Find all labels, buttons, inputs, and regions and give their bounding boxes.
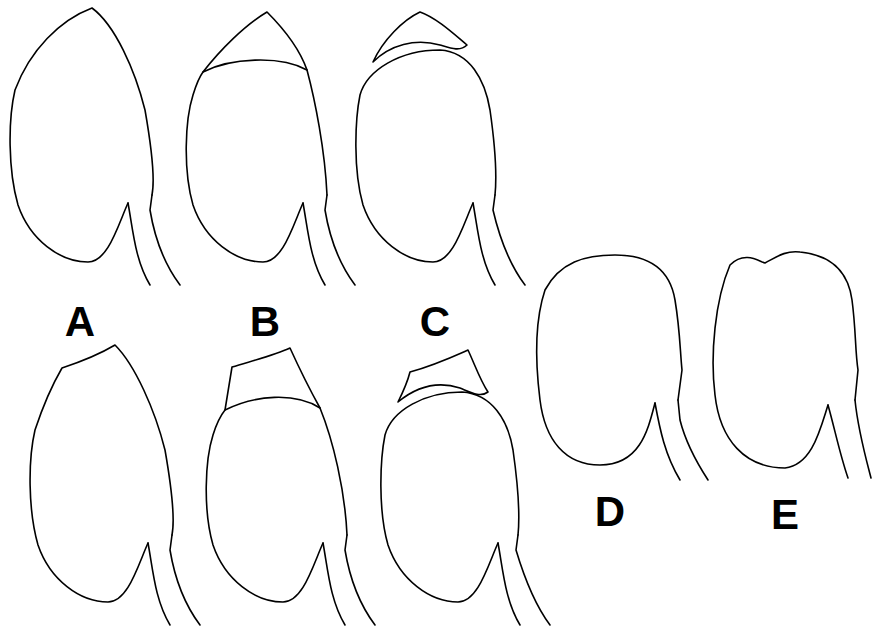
outline-bottom-c <box>381 350 550 625</box>
outline-top-b <box>186 12 355 285</box>
outline-top-c <box>356 12 525 285</box>
panel-letter: B <box>250 301 280 343</box>
outline-bottom-b <box>206 348 375 625</box>
panel-letter: E <box>771 494 799 536</box>
outline-d <box>537 255 708 480</box>
outline-bottom-a <box>30 345 200 625</box>
outline-top-a <box>10 8 180 285</box>
panel-letter: C <box>420 301 450 343</box>
panel-letter: A <box>65 301 95 343</box>
outline-e <box>713 252 871 478</box>
panel-letter: D <box>595 491 625 533</box>
